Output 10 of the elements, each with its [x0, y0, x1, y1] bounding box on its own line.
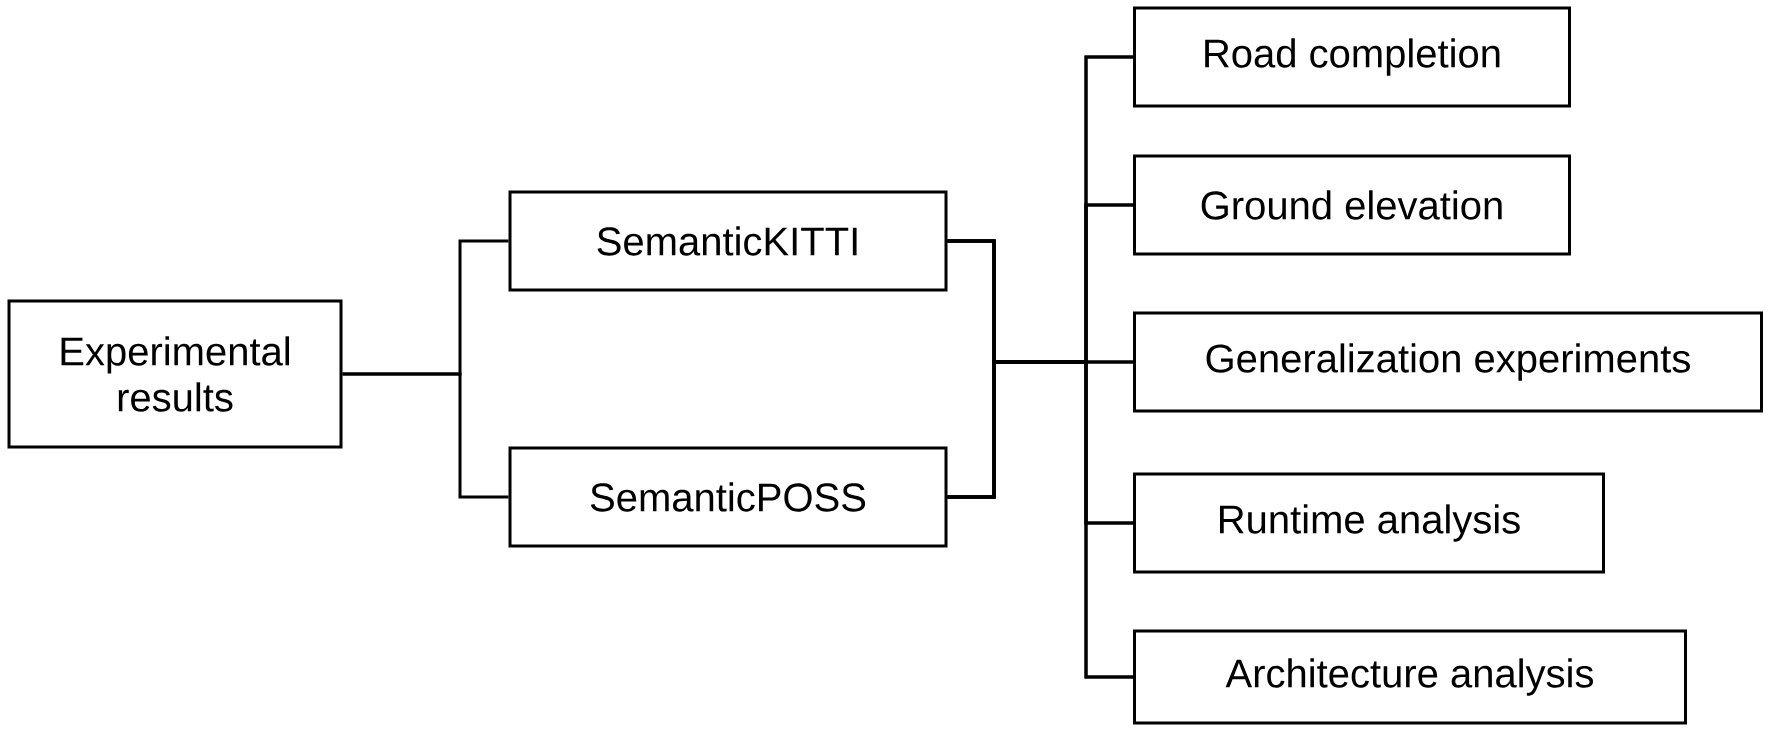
process-box: Runtime analysis — [1133, 472, 1605, 574]
connector-line — [342, 372, 509, 499]
process-box: SemanticPOSS — [508, 446, 948, 548]
process-box: Ground elevation — [1133, 154, 1571, 256]
process-box: Experimental results — [7, 299, 343, 449]
connector-line — [947, 360, 1133, 679]
process-box: Architecture analysis — [1133, 629, 1687, 725]
process-box: Generalization experiments — [1133, 311, 1763, 413]
process-box: SemanticKITTI — [508, 190, 948, 292]
process-box: Road completion — [1133, 6, 1571, 108]
